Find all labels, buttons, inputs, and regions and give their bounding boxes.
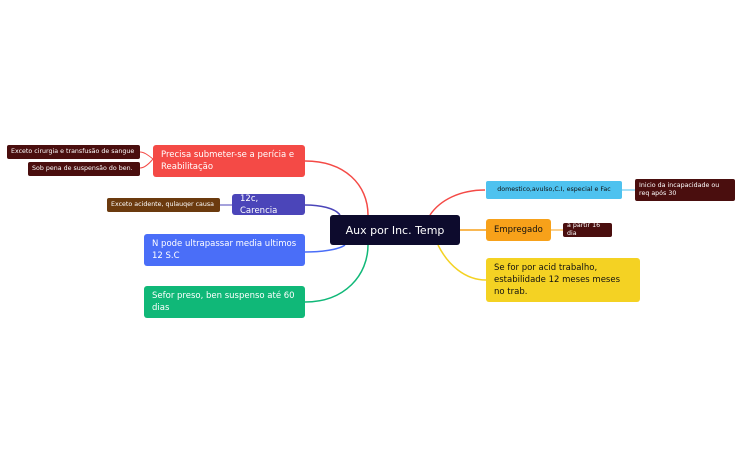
topic-domestico[interactable]: domestico,avulso,C.I, especial e Fac (486, 181, 622, 199)
subtopic-inicio-incapacidade[interactable]: Inicio da incapacidade ou req após 30 (635, 179, 735, 201)
subtopic-16-dia[interactable]: a partir 16 dia (563, 222, 612, 237)
link-central-to-preso (304, 244, 369, 303)
link-central-to-domestico (429, 189, 486, 216)
topic-acid-trabalho[interactable]: Se for por acid trabalho, estabilidade 1… (486, 258, 640, 302)
subtopic-acidente[interactable]: Exceto acidente, qulauqer causa (107, 198, 220, 212)
subtopic-suspensao[interactable]: Sob pena de suspensão do ben. (28, 162, 140, 176)
link-central-to-carencia (304, 204, 341, 216)
central-topic-label: Aux por Inc. Temp (345, 223, 445, 237)
link-central-to-acid-trabalho (437, 244, 487, 281)
link-central-to-reabilitacao (304, 160, 369, 216)
link-central-to-media (304, 244, 346, 253)
topic-preso[interactable]: Sefor preso, ben suspenso até 60 dias (144, 286, 305, 318)
topic-media-ultimos[interactable]: N pode ultrapassar media ultimos 12 S.C (144, 234, 305, 266)
link-reabilitacao-to-cirurgia (139, 151, 154, 160)
link-reabilitacao-to-suspensao (139, 158, 154, 169)
topic-empregado[interactable]: Empregado (486, 219, 551, 241)
central-topic[interactable]: Aux por Inc. Temp (330, 215, 460, 245)
subtopic-cirurgia[interactable]: Exceto cirurgia e transfusão de sangue (7, 145, 140, 159)
topic-reabilitacao[interactable]: Precisa submeter-se a perícia e Reabilit… (153, 145, 305, 177)
topic-carencia[interactable]: 12c, Carencia (232, 194, 305, 216)
